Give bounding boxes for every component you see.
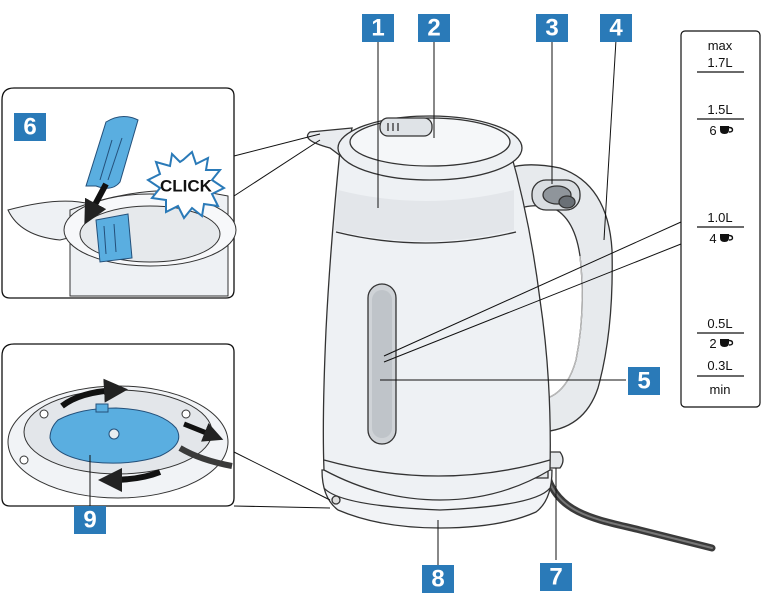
scale-1-5l: 1.5L	[707, 102, 732, 117]
lid-button	[379, 117, 433, 137]
svg-text:2: 2	[427, 15, 440, 42]
svg-text:3: 3	[545, 15, 558, 42]
svg-text:4: 4	[609, 15, 623, 42]
scale-2-cups: 2	[709, 336, 716, 351]
power-cord	[544, 474, 716, 552]
svg-text:8: 8	[431, 566, 444, 593]
svg-text:6: 6	[23, 114, 36, 141]
callout-9: 9	[74, 506, 106, 534]
scale-0-3l: 0.3L	[707, 358, 732, 373]
callout-8: 8	[422, 565, 454, 593]
svg-text:1: 1	[371, 15, 384, 42]
callout-3: 3	[536, 14, 568, 42]
insert-arrow	[84, 182, 109, 225]
callout-5: 5	[628, 367, 660, 395]
inset-filter-click: CLICK	[1, 87, 237, 299]
click-text: CLICK	[160, 177, 213, 196]
callout-1: 1	[362, 14, 394, 42]
click-burst: CLICK	[146, 150, 226, 220]
rotate-arrow-top	[60, 378, 128, 409]
leader-lines	[233, 39, 682, 565]
water-level-scale: max 1.7L 1.5L 6 1.0L 4 0.5L 2 0.3L min	[680, 30, 761, 408]
scale-4-cups: 4	[709, 231, 716, 246]
scale-max: max	[708, 38, 733, 53]
callout-7: 7	[540, 563, 572, 591]
callout-2: 2	[418, 14, 450, 42]
svg-text:9: 9	[83, 507, 96, 534]
scale-min: min	[710, 382, 731, 397]
svg-text:7: 7	[549, 564, 562, 591]
rotate-arrow-bottom	[98, 467, 162, 492]
filter-removable	[85, 116, 139, 189]
scale-1-7l: 1.7L	[707, 55, 732, 70]
callout-4: 4	[600, 14, 632, 42]
slide-arrow-right	[183, 421, 224, 442]
filter-installed	[95, 213, 133, 263]
inset-base	[1, 343, 235, 508]
callouts: 1 2 3 4 5 6 7 8	[14, 14, 660, 593]
callout-6: 6	[14, 113, 46, 141]
scale-6-cups: 6	[709, 123, 716, 138]
scale-0-5l: 0.5L	[707, 316, 732, 331]
scale-1-0l: 1.0L	[707, 210, 732, 225]
svg-text:5: 5	[637, 368, 650, 395]
kettle	[306, 115, 716, 552]
